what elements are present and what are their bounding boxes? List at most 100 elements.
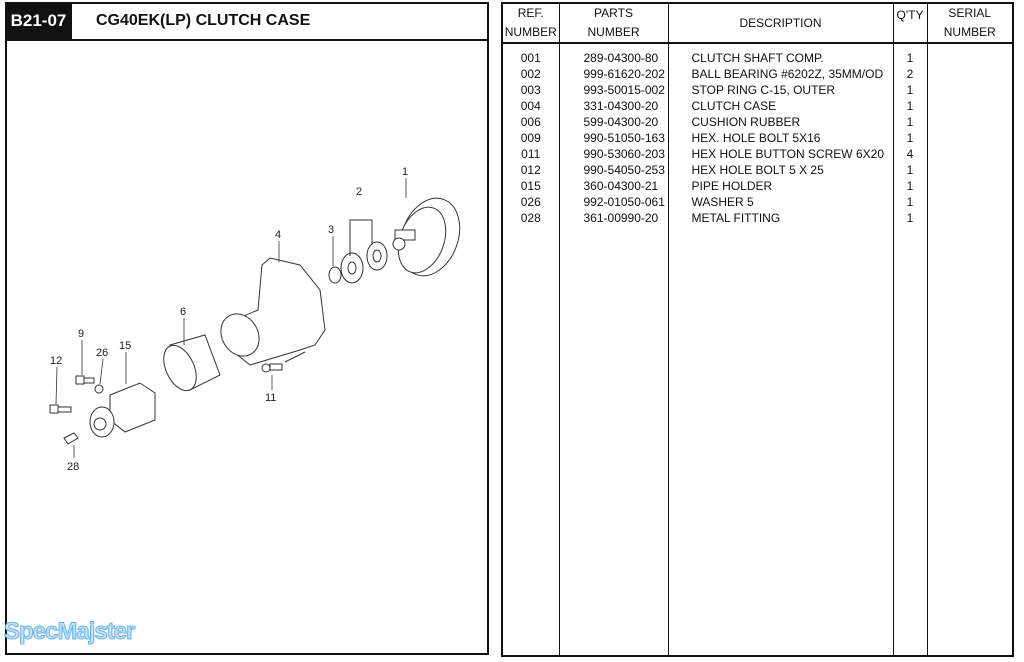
qty-cell: 1	[892, 98, 927, 114]
section-code: B21-07	[5, 2, 72, 40]
part-number-cell: 599-04300-20	[558, 114, 668, 130]
part-number-cell: 331-04300-20	[558, 98, 668, 114]
part-bolt-12	[49, 404, 72, 414]
part-number-cell: 992-01050-061	[558, 194, 668, 210]
description-cell: CLUTCH SHAFT COMP.	[667, 43, 893, 66]
part-number-cell: 289-04300-80	[558, 43, 668, 66]
description-cell: BALL BEARING #6202Z, 35MM/OD	[667, 66, 893, 82]
qty-cell: 2	[892, 66, 927, 82]
description-cell: CLUTCH CASE	[667, 98, 893, 114]
part-metal-fitting	[63, 432, 79, 445]
watermark-logo: SpecMajster	[3, 618, 135, 646]
col-ref-number: REF.NUMBER	[502, 3, 559, 44]
callout-28: 28	[67, 461, 79, 473]
part-number-cell: 990-51050-163	[558, 130, 668, 146]
qty-cell: 1	[892, 130, 927, 146]
qty-cell: 4	[892, 146, 927, 162]
qty-cell: 1	[892, 210, 927, 226]
callout-6: 6	[180, 306, 186, 318]
part-stop-ring	[328, 266, 342, 284]
callout-1: 1	[402, 166, 408, 178]
col-qty: Q'TY	[892, 3, 927, 44]
page-title: CG40EK(LP) CLUTCH CASE	[96, 12, 311, 29]
qty-cell: 1	[892, 178, 927, 194]
callout-9: 9	[78, 328, 84, 340]
empty-cell	[502, 226, 559, 656]
ref-cell: 003	[520, 83, 541, 97]
part-bolt-9	[75, 375, 95, 385]
callout-12: 12	[50, 355, 62, 367]
ref-cell: 011	[521, 147, 541, 161]
ref-cell: 001	[520, 51, 541, 65]
ref-cell: 026	[520, 195, 541, 209]
part-number-cell: 990-54050-253	[558, 162, 668, 178]
divider	[5, 39, 489, 41]
serial-cell	[926, 162, 1013, 178]
part-screw	[261, 351, 306, 373]
ref-cell: 006	[520, 115, 541, 129]
ref-cell: 002	[520, 67, 541, 81]
serial-cell	[926, 178, 1013, 194]
serial-cell	[926, 194, 1013, 210]
description-cell: WASHER 5	[667, 194, 893, 210]
empty-cell	[667, 226, 893, 656]
ref-cell: 012	[520, 163, 541, 177]
description-cell: METAL FITTING	[667, 210, 893, 226]
serial-cell	[926, 146, 1013, 162]
description-cell: HEX HOLE BOLT 5 X 25	[667, 162, 893, 178]
part-number-cell: 990-53060-203	[558, 146, 668, 162]
exploded-parts-diagram: 1 2 3 4 6 9 26 15 12 11 28	[49, 166, 461, 473]
part-pipe-holder	[89, 382, 156, 438]
ref-cell: 009	[520, 131, 541, 145]
serial-cell	[926, 130, 1013, 146]
part-number-cell: 360-04300-21	[558, 178, 668, 194]
empty-cell	[926, 226, 1013, 656]
description-cell: CUSHION RUBBER	[667, 114, 893, 130]
callout-2: 2	[356, 186, 362, 198]
part-number-cell: 999-61620-202	[558, 66, 668, 82]
callout-15: 15	[119, 340, 131, 352]
ref-cell: 028	[520, 211, 541, 225]
qty-cell: 1	[892, 194, 927, 210]
description-cell: HEX HOLE BUTTON SCREW 6X20	[667, 146, 893, 162]
description-cell: PIPE HOLDER	[667, 178, 893, 194]
serial-cell	[926, 66, 1013, 82]
ref-cell: 004	[520, 99, 541, 113]
callout-26: 26	[96, 347, 108, 359]
empty-cell	[892, 226, 927, 656]
description-cell: HEX. HOLE BOLT 5X16	[667, 130, 893, 146]
callout-3: 3	[328, 224, 334, 236]
ref-cell: 015	[520, 179, 541, 193]
serial-cell	[926, 98, 1013, 114]
part-washer	[94, 384, 104, 394]
empty-cell	[558, 226, 668, 656]
callout-11: 11	[265, 392, 276, 404]
serial-cell	[926, 82, 1013, 98]
part-cushion-rubber	[163, 334, 221, 392]
description-cell: STOP RING C-15, OUTER	[667, 82, 893, 98]
serial-cell	[926, 43, 1013, 66]
qty-cell: 1	[892, 43, 927, 66]
callout-4: 4	[275, 229, 281, 241]
col-description: DESCRIPTION	[667, 3, 893, 44]
qty-cell: 1	[892, 82, 927, 98]
qty-cell: 1	[892, 114, 927, 130]
diagram-panel	[5, 2, 489, 655]
part-number-cell: 993-50015-002	[558, 82, 668, 98]
serial-cell	[926, 210, 1013, 226]
qty-cell: 1	[892, 162, 927, 178]
